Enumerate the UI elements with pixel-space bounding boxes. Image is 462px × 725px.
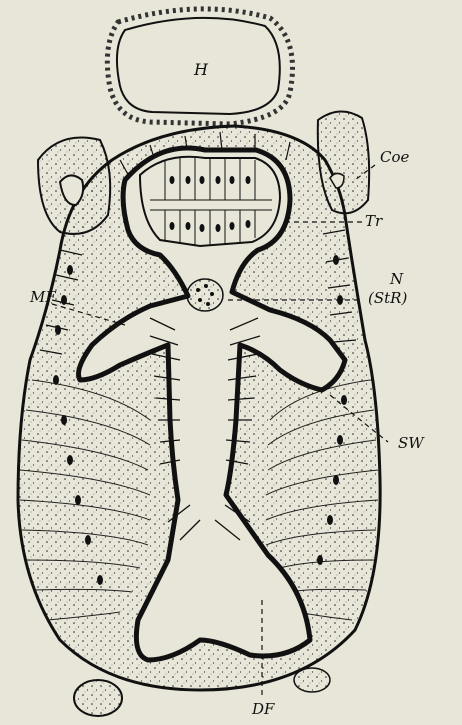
nerve-cluster: [187, 279, 223, 311]
label-n: N: [390, 272, 403, 287]
label-mf: MF: [30, 290, 56, 305]
label-sw: SW: [398, 436, 424, 451]
label-str: (StR): [368, 291, 407, 306]
label-df: DF: [252, 702, 274, 717]
label-tr: Tr: [365, 214, 382, 229]
label-coe: Coe: [380, 150, 409, 165]
label-h: H: [194, 62, 208, 78]
tr-tissue-block: [140, 157, 280, 246]
